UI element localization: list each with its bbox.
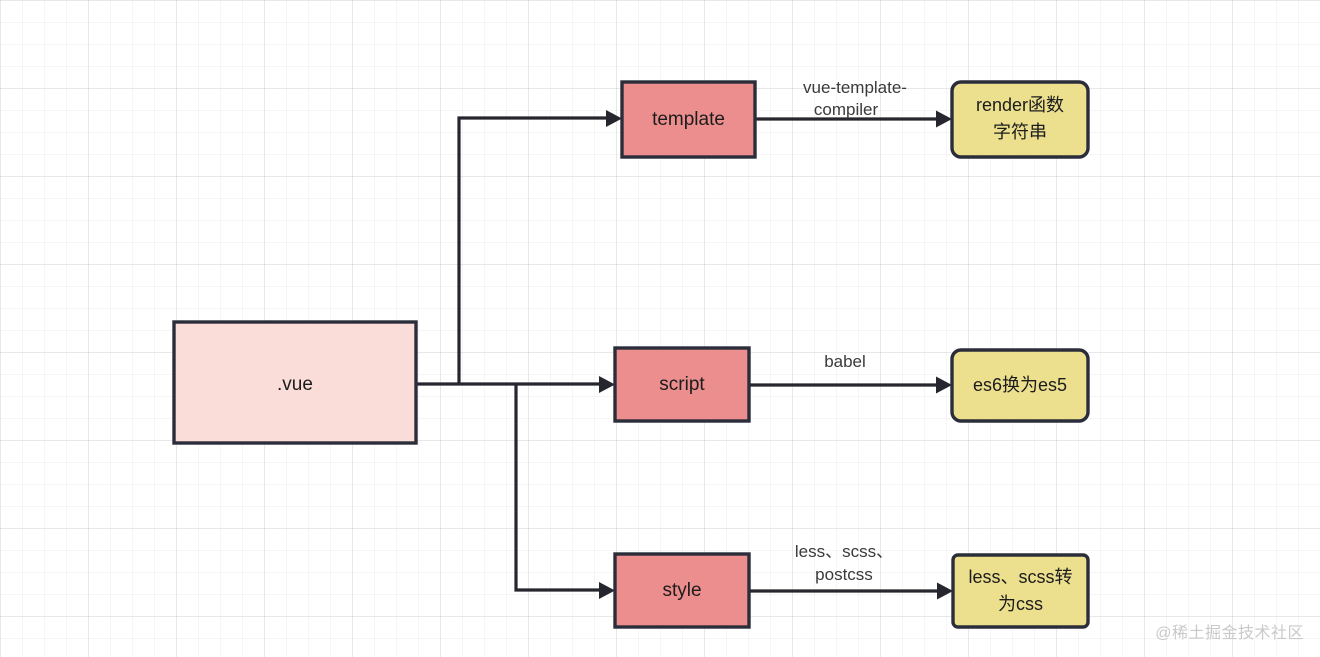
node-script-label: script <box>659 374 705 395</box>
node-style[interactable]: style <box>613 552 751 629</box>
arrowhead-es5 <box>936 376 952 394</box>
edge-label-lessscss-line1: less、scss、 <box>795 542 893 561</box>
arrowhead-render <box>936 110 952 128</box>
node-es5-shape[interactable] <box>950 348 1090 423</box>
node-script-shape[interactable] <box>613 346 751 423</box>
node-style-shape[interactable] <box>613 552 751 629</box>
node-vue[interactable]: .vue <box>172 320 418 445</box>
node-script[interactable]: script <box>613 346 751 423</box>
arrowhead-style <box>599 582 615 599</box>
edge-label-vue-template-compiler: vue-template- compiler <box>803 78 907 119</box>
connector-vue-to-template <box>457 116 606 384</box>
edge-label-compiler-line1: vue-template- <box>803 78 907 97</box>
edge-label-lessscss-line2: postcss <box>815 565 873 584</box>
edge-label-babel: babel <box>824 352 866 371</box>
connector-group-vue-branches <box>416 110 622 599</box>
node-template-label: template <box>652 109 725 130</box>
node-es5[interactable]: es6换为es5 <box>950 348 1090 423</box>
node-template[interactable]: template <box>620 80 757 159</box>
connector-group-outputs <box>749 110 953 600</box>
node-render[interactable]: render函数 字符串 <box>950 80 1090 159</box>
node-css-shape[interactable] <box>951 553 1090 629</box>
node-render-label-line2: 字符串 <box>993 122 1047 142</box>
node-style-label: style <box>662 580 701 601</box>
node-render-shape[interactable] <box>950 80 1090 159</box>
arrowhead-template <box>606 110 622 127</box>
node-vue-label: .vue <box>277 374 313 395</box>
node-es5-label: es6换为es5 <box>973 375 1067 395</box>
edge-label-babel-text: babel <box>824 352 866 371</box>
node-css[interactable]: less、scss转 为css <box>951 553 1090 629</box>
edge-label-less-scss-postcss: less、scss、 postcss <box>795 542 893 584</box>
node-render-label-line1: render函数 <box>976 95 1064 115</box>
arrowhead-script <box>599 376 615 393</box>
node-css-label-line2: 为css <box>998 594 1043 614</box>
node-css-label-line1: less、scss转 <box>968 567 1072 587</box>
arrowhead-css <box>937 582 953 600</box>
connector-vue-to-style <box>514 384 599 592</box>
edge-label-compiler-line2: compiler <box>814 100 879 119</box>
node-template-shape[interactable] <box>620 80 757 159</box>
watermark-label: @稀土掘金技术社区 <box>1155 625 1304 642</box>
node-vue-shape[interactable] <box>172 320 418 445</box>
